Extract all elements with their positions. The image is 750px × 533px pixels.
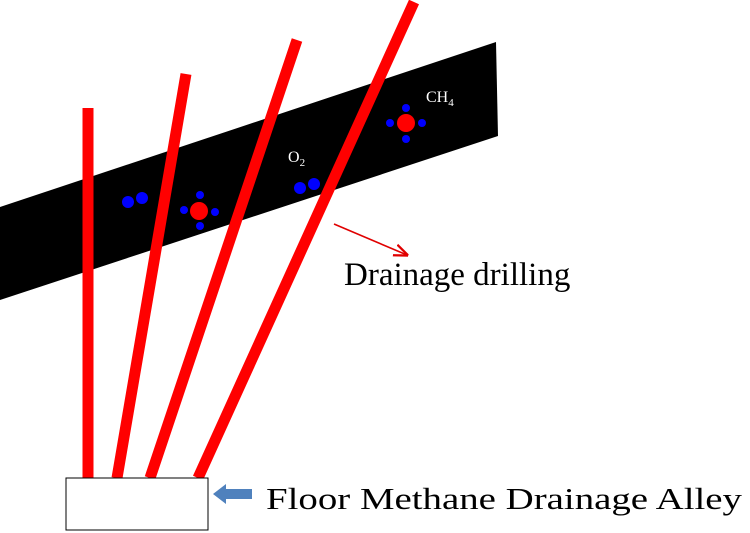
oxygen-atom	[308, 178, 320, 190]
oxygen-atom	[136, 192, 148, 204]
carbon-atom	[190, 202, 208, 220]
boreholes	[82, 0, 420, 481]
oxygen-atom	[294, 182, 306, 194]
oxygen-molecule-labeled	[294, 178, 320, 194]
hydrogen-atom	[418, 119, 426, 127]
borehole-4	[192, 0, 420, 481]
o2-label: O2	[288, 149, 305, 169]
drainage-alley-box	[65, 477, 209, 531]
methane-molecule-labeled	[386, 104, 426, 143]
hydrogen-atom	[402, 104, 410, 112]
hydrogen-atom	[386, 119, 394, 127]
drainage-drilling-label: Drainage drilling	[344, 257, 570, 293]
ch4-label: CH4	[426, 89, 454, 109]
drilling-pointer-arrow	[333, 223, 407, 255]
hydrogen-atom	[180, 206, 188, 214]
oxygen-molecule-left	[122, 192, 148, 208]
oxygen-atom	[122, 196, 134, 208]
hydrogen-atom	[196, 191, 204, 199]
carbon-atom	[397, 114, 415, 132]
borehole-3	[144, 38, 303, 480]
borehole-2	[111, 73, 192, 479]
alley-arrow-icon	[213, 484, 252, 504]
methane-molecule-left	[180, 191, 219, 230]
drainage-alley-label: Floor Methane Drainage Alley	[266, 481, 743, 516]
hydrogen-atom	[211, 208, 219, 216]
hydrogen-atom	[196, 222, 204, 230]
hydrogen-atom	[402, 135, 410, 143]
